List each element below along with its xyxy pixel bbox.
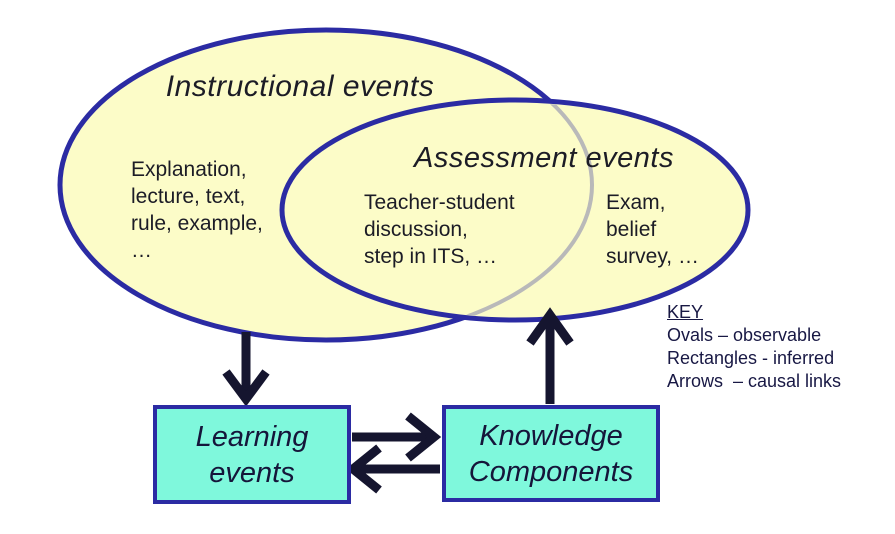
instructional-oval-hidden-edge (285, 103, 594, 317)
learning-events-label: Learning events (195, 420, 309, 489)
knowledge-components-label: Knowledge Components (468, 419, 634, 488)
key-line-rectangles: Rectangles - inferred (667, 348, 835, 368)
arrow-knowledge-to-learning (345, 444, 440, 494)
arrow-instructional-to-learning (222, 332, 270, 407)
key-legend: KEY Ovals – observable Rectangles - infe… (667, 301, 841, 393)
knowledge-components-box: Knowledge Components (442, 405, 660, 502)
learning-events-box: Learning events (153, 405, 351, 504)
key-line-arrows: Arrows – causal links (667, 371, 842, 391)
arrow-knowledge-to-assessment (526, 307, 574, 404)
arrow-learning-to-knowledge (352, 412, 442, 462)
instructional-events-items: Explanation, lecture, text, rule, exampl… (131, 158, 263, 262)
instructional-events-title: Instructional events (165, 70, 435, 103)
assessment-events-items: Exam, belief survey, … (606, 191, 699, 268)
assessment-events-title: Assessment events (414, 142, 674, 174)
assessment-events-oval (279, 97, 751, 323)
key-line-ovals: Ovals – observable (667, 325, 822, 345)
overlap-items: Teacher-student discussion, step in ITS,… (364, 191, 515, 268)
key-title: KEY (667, 302, 704, 322)
